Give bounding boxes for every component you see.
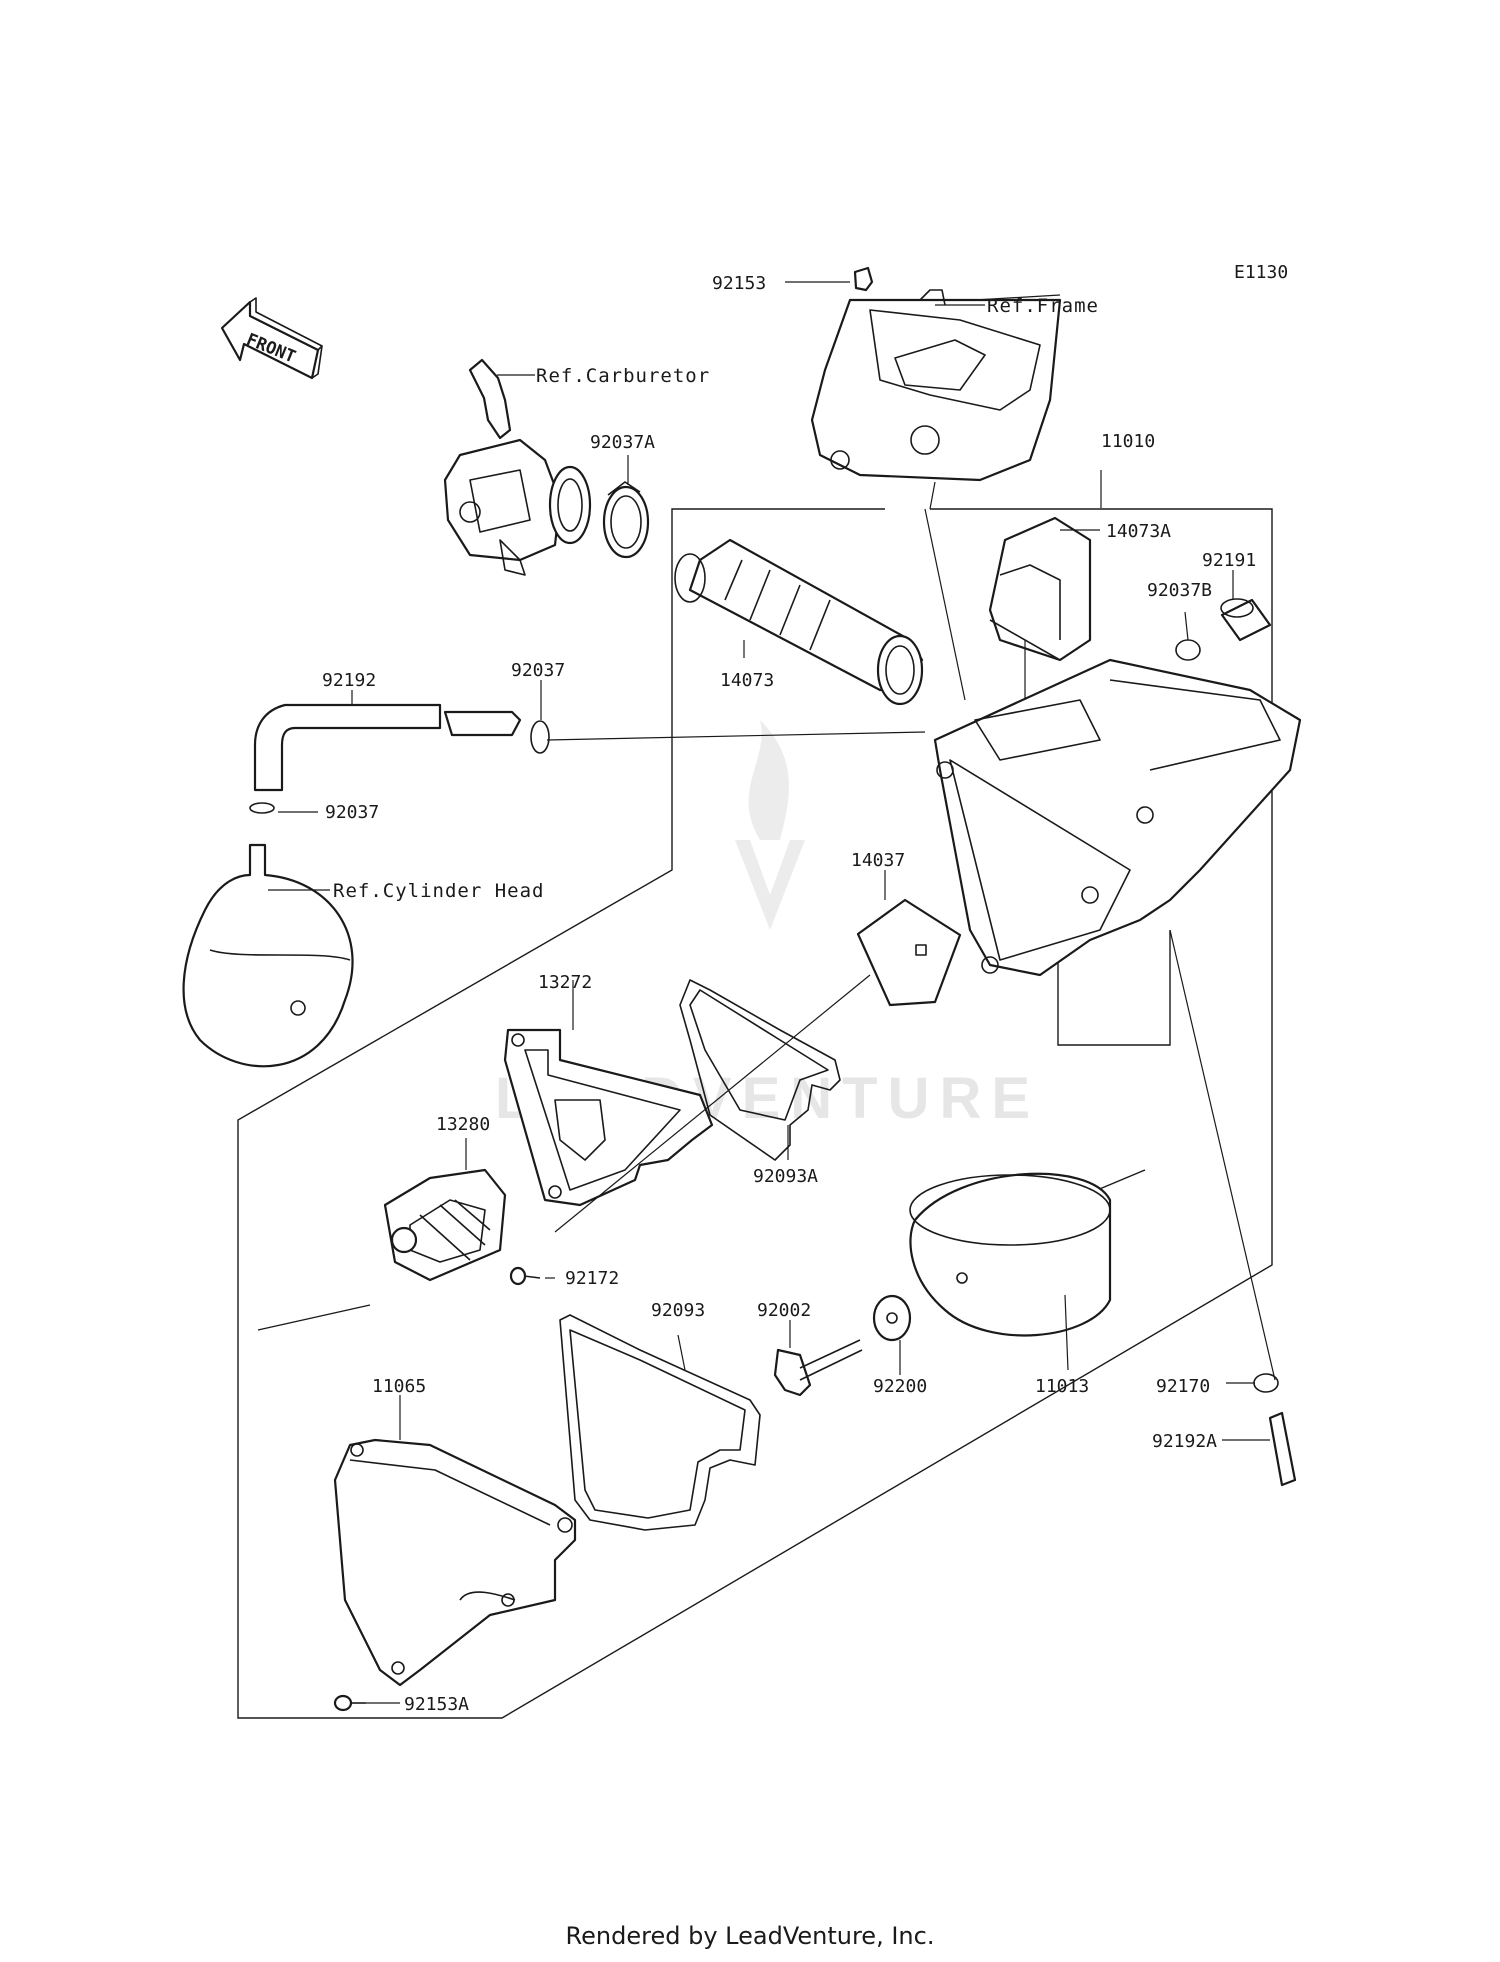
bolt-92153 xyxy=(853,266,874,292)
label-14073a: 14073A xyxy=(1106,521,1171,542)
hose-92192 xyxy=(253,703,522,792)
label-92037-upper: 92037 xyxy=(511,660,565,681)
label-92170: 92170 xyxy=(1156,1376,1210,1397)
label-14037: 14037 xyxy=(851,850,905,871)
leader-lines xyxy=(268,281,1276,1704)
cover-11065 xyxy=(333,1438,577,1687)
label-92093a: 92093A xyxy=(753,1166,818,1187)
clip-92037b xyxy=(1175,639,1201,661)
carburetor xyxy=(443,358,592,576)
clamp-92037a xyxy=(602,481,650,559)
label-92037a: 92037A xyxy=(590,432,655,453)
seal-92093 xyxy=(559,1314,761,1531)
label-92153a: 92153A xyxy=(404,1694,469,1715)
clip-92037-lower xyxy=(249,802,275,814)
air-box-case-11010 xyxy=(933,658,1302,977)
label-11013: 11013 xyxy=(1035,1376,1089,1397)
washer-92200 xyxy=(872,1294,912,1342)
cylinder-head-cover xyxy=(182,843,354,1068)
label-92037b: 92037B xyxy=(1147,580,1212,601)
label-92037-lower: 92037 xyxy=(325,802,379,823)
ref-cylinder-head: Ref.Cylinder Head xyxy=(333,880,544,902)
seal-92093a xyxy=(679,979,841,1161)
label-92093: 92093 xyxy=(651,1300,705,1321)
bolt-92153a xyxy=(333,1694,366,1712)
bolt-92002 xyxy=(773,1339,863,1397)
label-92002: 92002 xyxy=(757,1300,811,1321)
duct-14073a xyxy=(988,516,1092,662)
part-labels: 92153 11010 92037A 14073A 92191 92037B 9… xyxy=(322,273,1256,1715)
label-13280: 13280 xyxy=(436,1114,490,1135)
footer-credit: Rendered by LeadVenture, Inc. xyxy=(565,1922,935,1950)
screw-92172 xyxy=(509,1266,541,1286)
label-11010: 11010 xyxy=(1101,431,1155,452)
intake-duct-14073 xyxy=(674,538,924,706)
clip-92037-upper xyxy=(530,720,550,754)
sleeve-92191 xyxy=(1220,598,1272,642)
ref-frame: Ref.Frame xyxy=(987,295,1099,317)
label-92172: 92172 xyxy=(565,1268,619,1289)
ref-carburetor: Ref.Carburetor xyxy=(536,365,710,387)
holder-13272 xyxy=(503,1028,714,1207)
label-92192a: 92192A xyxy=(1152,1431,1217,1452)
frame-bracket xyxy=(810,289,1062,482)
label-14073: 14073 xyxy=(720,670,774,691)
label-11065: 11065 xyxy=(372,1376,426,1397)
label-92200: 92200 xyxy=(873,1376,927,1397)
reference-labels: Ref.Carburetor Ref.Frame Ref.Cylinder He… xyxy=(333,295,1099,902)
label-92153: 92153 xyxy=(712,273,766,294)
hose-92192a xyxy=(1268,1411,1297,1487)
label-92191: 92191 xyxy=(1202,550,1256,571)
diagram-code: E1130 xyxy=(1234,262,1288,283)
cap-14037 xyxy=(856,898,962,1007)
label-92192: 92192 xyxy=(322,670,376,691)
holder-13280 xyxy=(383,1168,507,1282)
air-filter-11013 xyxy=(909,1172,1112,1337)
label-13272: 13272 xyxy=(538,972,592,993)
front-arrow-icon: FRONT xyxy=(220,297,323,380)
